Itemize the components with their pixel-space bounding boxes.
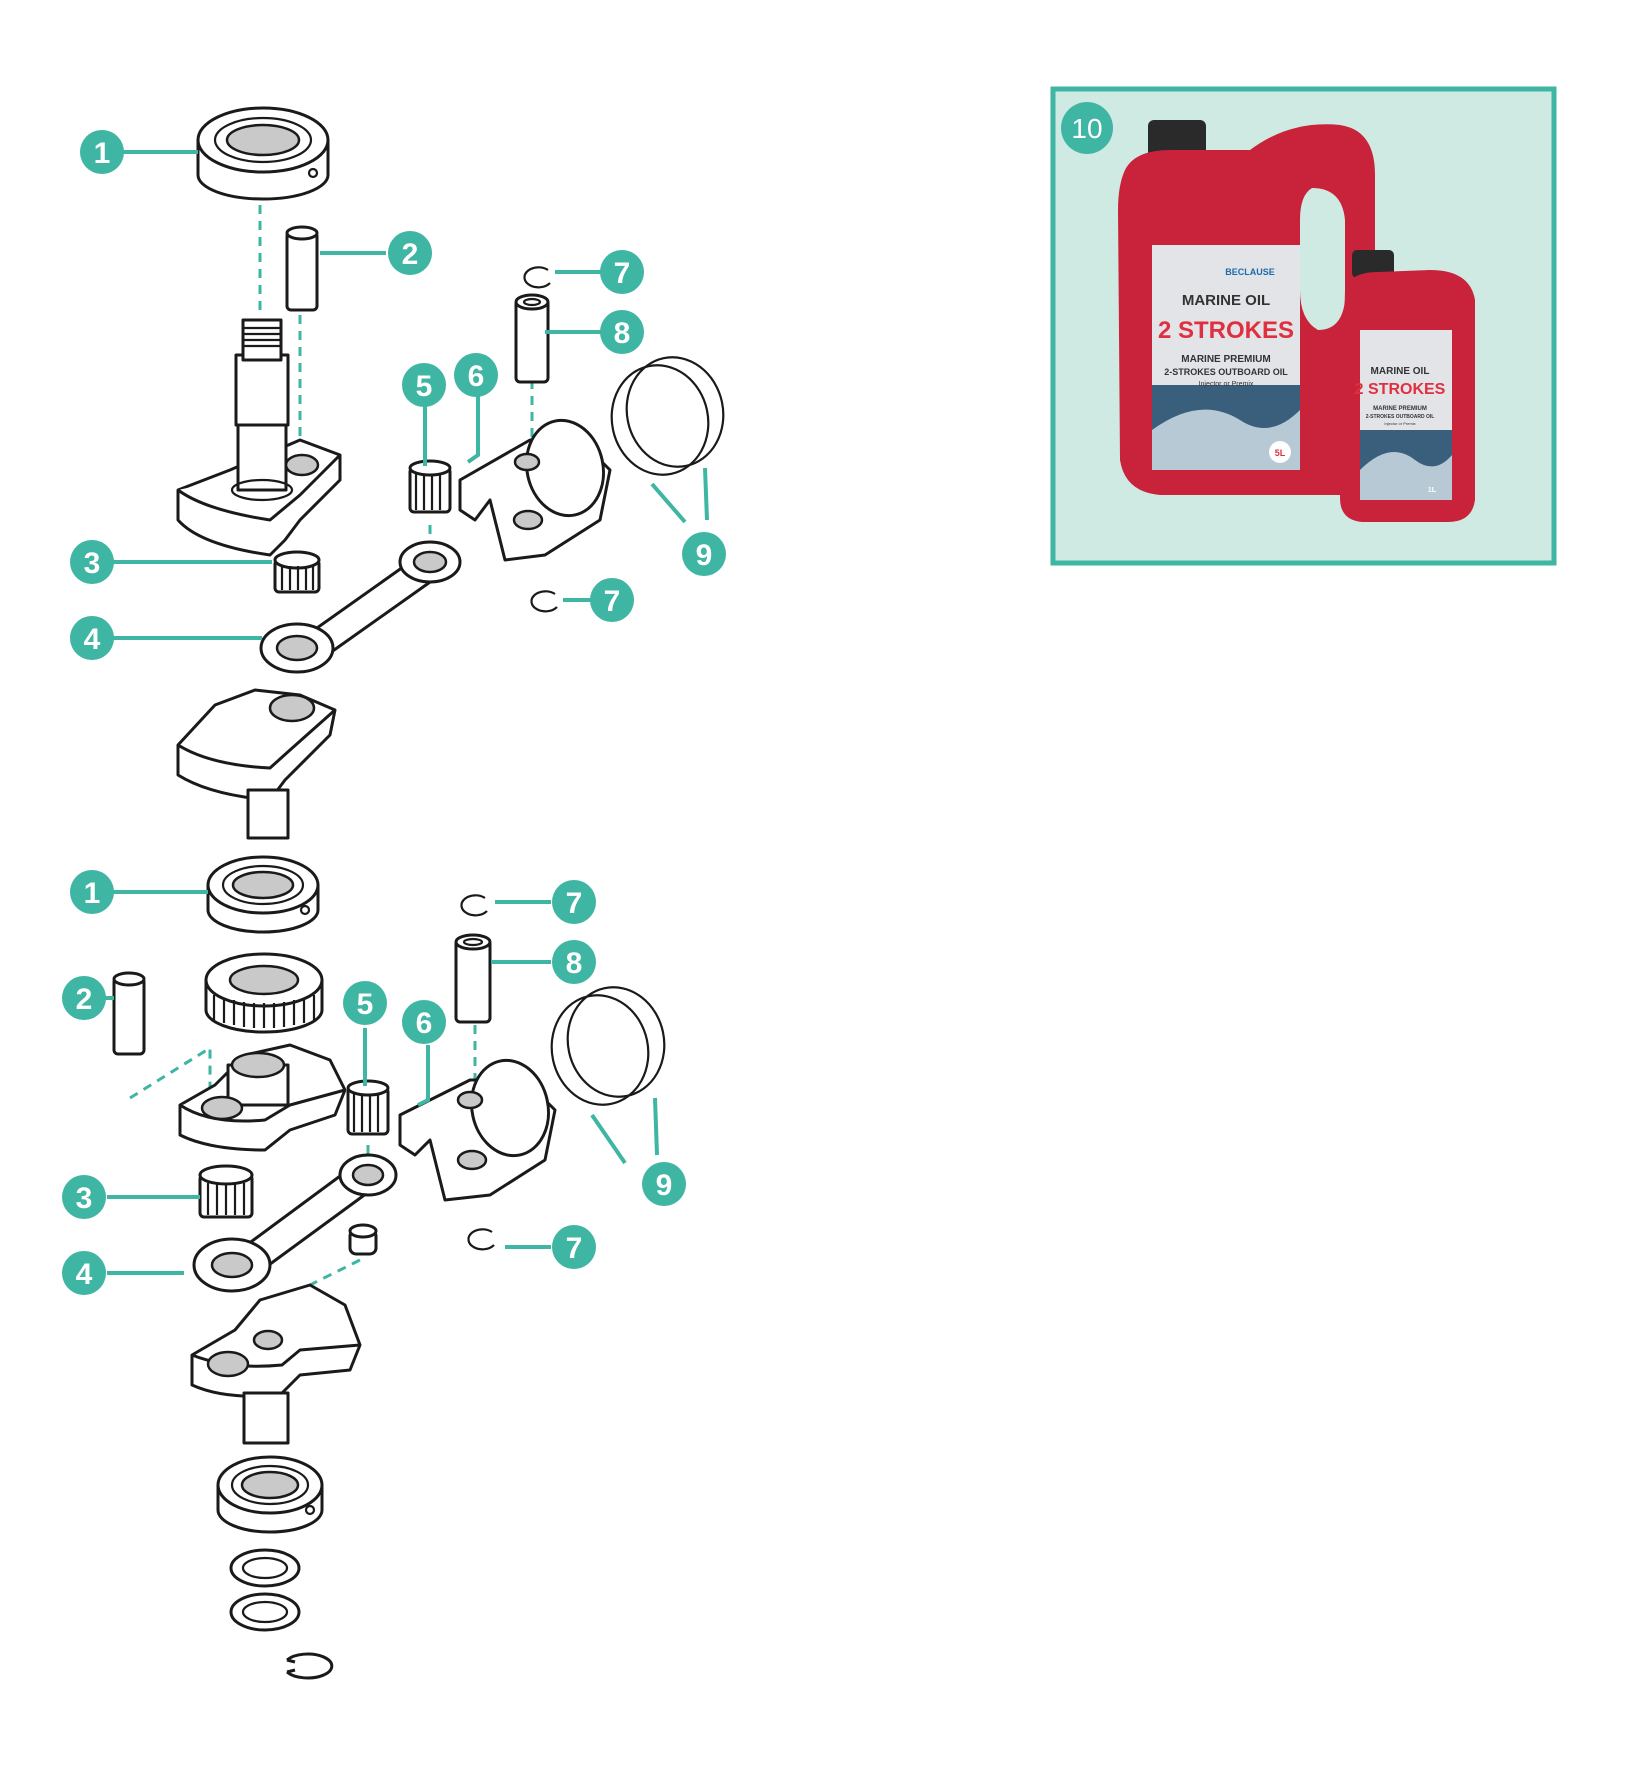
circlip-bottom-b [467, 1228, 495, 1251]
svg-text:2 STROKES: 2 STROKES [1158, 317, 1294, 344]
crank-web-mid [178, 1043, 347, 1152]
callout-7b-top: 7 [590, 578, 634, 622]
crank-web-lower-top [176, 688, 337, 840]
svg-text:10: 10 [1071, 113, 1102, 144]
callout-7a-top: 7 [600, 250, 644, 294]
connecting-rod-bottom [192, 1153, 398, 1293]
piston-pin-bottom [454, 933, 492, 1024]
crank-web-upper [176, 318, 342, 557]
svg-text:5: 5 [416, 370, 433, 403]
svg-text:8: 8 [614, 317, 631, 350]
crankshaft-nut [204, 952, 324, 1034]
crank-pin-bottom [112, 971, 146, 1056]
circlip-top-a [523, 266, 551, 289]
oil-seal-1 [229, 1548, 301, 1588]
callout-2-bottom: 2 [62, 976, 106, 1020]
svg-text:MARINE OIL: MARINE OIL [1182, 292, 1270, 309]
callout-5-bottom: 5 [343, 981, 387, 1025]
connecting-rod-top [259, 540, 462, 674]
svg-text:2: 2 [76, 983, 93, 1016]
main-bearing-bottom [216, 1455, 324, 1534]
svg-text:9: 9 [696, 539, 713, 572]
needle-bearing-3-bottom [198, 1164, 254, 1219]
oil-bottle-1l: MARINE OIL 2 STROKES MARINE PREMIUM 2-ST… [1340, 250, 1475, 522]
crank-web-lower [190, 1283, 362, 1445]
svg-text:2-STROKES OUTBOARD OIL: 2-STROKES OUTBOARD OIL [1366, 414, 1435, 420]
svg-text:7: 7 [604, 585, 621, 618]
needle-bearing-5-top [408, 459, 452, 514]
svg-text:9: 9 [656, 1169, 673, 1202]
callout-9-bottom: 9 [642, 1162, 686, 1206]
svg-text:3: 3 [76, 1182, 93, 1215]
svg-text:MARINE PREMIUM: MARINE PREMIUM [1181, 354, 1270, 365]
svg-text:2: 2 [402, 238, 419, 271]
crank-pin-top [285, 225, 319, 312]
piston-rings-top [610, 356, 725, 476]
main-bearing-top [196, 106, 330, 201]
svg-text:4: 4 [76, 1258, 93, 1291]
piston-bottom [398, 1058, 557, 1202]
callout-4-top: 4 [70, 616, 114, 660]
callout-1-bottom: 1 [70, 870, 114, 914]
dowel-pin [348, 1223, 378, 1256]
svg-text:8: 8 [566, 947, 583, 980]
svg-text:2-STROKES OUTBOARD OIL: 2-STROKES OUTBOARD OIL [1164, 367, 1288, 377]
svg-text:MARINE OIL: MARINE OIL [1371, 366, 1430, 377]
callout-7b-bottom: 7 [552, 1225, 596, 1269]
callout-3-bottom: 3 [62, 1175, 106, 1219]
oil-bottle-5l: BECLAUSE MARINE OIL 2 STROKES MARINE PRE… [1118, 120, 1375, 496]
svg-text:7: 7 [566, 1232, 583, 1265]
bottom-assembly: 1 2 3 4 5 6 7 8 [62, 855, 686, 1680]
svg-text:7: 7 [614, 257, 631, 290]
callout-6-top: 6 [454, 353, 498, 397]
callout-8-bottom: 8 [552, 940, 596, 984]
svg-text:1L: 1L [1428, 487, 1437, 494]
needle-bearing-5-bottom [346, 1079, 390, 1136]
svg-text:5L: 5L [1275, 448, 1286, 458]
svg-text:Injector or Premix: Injector or Premix [1199, 381, 1254, 388]
callout-3-top: 3 [70, 540, 114, 584]
main-bearing-mid [206, 855, 320, 934]
callout-8-top: 8 [600, 310, 644, 354]
piston-top [458, 418, 612, 562]
callout-5-top: 5 [402, 363, 446, 407]
oil-product-inset: 10 BECLAUSE MARINE OIL 2 STROKES MARINE … [1050, 86, 1557, 566]
callout-2-top: 2 [388, 231, 432, 275]
svg-text:Injector or Premix: Injector or Premix [1384, 421, 1415, 426]
callout-6-bottom: 6 [402, 1000, 446, 1044]
svg-text:6: 6 [468, 360, 485, 393]
svg-text:5: 5 [357, 988, 374, 1021]
callout-7a-bottom: 7 [552, 880, 596, 924]
svg-text:6: 6 [416, 1007, 433, 1040]
callout-4-bottom: 4 [62, 1251, 106, 1295]
piston-rings-bottom [550, 986, 666, 1106]
callout-10: 10 [1061, 102, 1113, 154]
circlip-bottom-a [460, 894, 488, 917]
top-assembly: 1 2 3 4 5 6 7 8 [70, 106, 726, 840]
svg-text:1: 1 [84, 877, 101, 910]
svg-text:BECLAUSE: BECLAUSE [1225, 267, 1275, 277]
svg-text:4: 4 [84, 623, 101, 656]
piston-pin-top [514, 293, 550, 384]
snap-ring [286, 1652, 334, 1680]
needle-bearing-3-top [273, 550, 321, 594]
svg-text:3: 3 [84, 547, 101, 580]
svg-text:1: 1 [94, 137, 111, 170]
svg-text:MARINE PREMIUM: MARINE PREMIUM [1373, 406, 1427, 412]
callout-1-top: 1 [80, 130, 124, 174]
circlip-top-b [530, 590, 558, 613]
svg-text:2 STROKES: 2 STROKES [1355, 381, 1446, 398]
svg-text:7: 7 [566, 887, 583, 920]
callout-9-top: 9 [682, 532, 726, 576]
oil-seal-2 [229, 1592, 301, 1632]
